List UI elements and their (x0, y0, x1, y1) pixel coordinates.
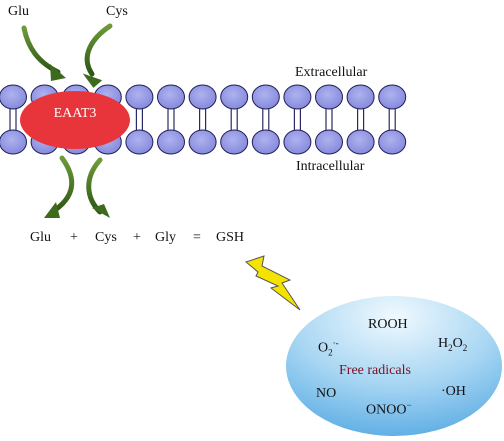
radical-no: NO (316, 386, 337, 401)
lipid-head (283, 84, 312, 110)
lipid-head (315, 129, 343, 155)
arrow-glu-out (44, 155, 75, 218)
arrow-glu-in (21, 25, 66, 81)
lightning-bolt-icon (244, 255, 301, 311)
extracellular-label: Extracellular (295, 65, 368, 80)
free-radicals-bubble (286, 296, 502, 436)
lipid-head (0, 84, 27, 110)
radical-hydroxyl: ·OH (441, 384, 466, 399)
lipid-head (251, 129, 280, 155)
radical-rooh: ROOH (368, 317, 408, 332)
eq-gsh: GSH (216, 230, 245, 245)
lipid-head (220, 129, 249, 155)
eq-plus-1: + (70, 230, 78, 245)
free-radicals-label: Free radicals (339, 363, 411, 378)
eaat3-transporter (20, 91, 130, 149)
lipid-head (315, 84, 343, 110)
eq-glu: Glu (30, 230, 51, 245)
lipid-head (0, 129, 27, 155)
lipid-head (220, 84, 249, 110)
lipid-head (157, 129, 185, 155)
lipid-head (188, 84, 217, 110)
lipid-head (346, 129, 375, 155)
lipid-head (378, 84, 407, 110)
radical-h2o2: H2O2 (438, 336, 468, 353)
label-glu-top: Glu (8, 4, 29, 19)
lipid-head (157, 84, 185, 110)
radical-superoxide: O2·- (318, 338, 339, 358)
eq-gly: Gly (155, 230, 176, 245)
arrow-cys-in (82, 23, 113, 88)
lipid-head (251, 84, 280, 110)
arrow-cys-out (86, 157, 110, 218)
label-cys-top: Cys (106, 4, 128, 19)
eq-equals: = (193, 230, 201, 245)
eq-plus-2: + (133, 230, 141, 245)
intracellular-label: Intracellular (296, 159, 365, 174)
eq-cys: Cys (95, 230, 117, 245)
radical-peroxynitrite: ONOO− (366, 400, 412, 418)
lipid-head (346, 84, 375, 110)
eaat3-label: EAAT3 (53, 106, 97, 121)
lipid-head (378, 129, 407, 155)
lipid-head (188, 129, 217, 155)
lipid-head (125, 129, 154, 155)
lipid-head (283, 129, 312, 155)
lipid-head (125, 84, 154, 110)
